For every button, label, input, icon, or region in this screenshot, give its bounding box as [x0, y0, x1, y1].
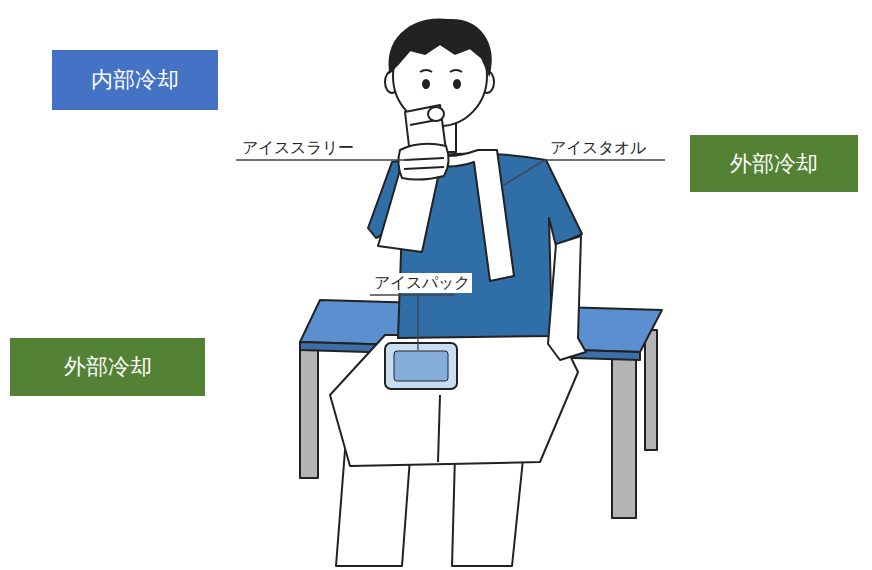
leader-lines	[236, 160, 665, 350]
arm-and-slurry	[378, 105, 449, 252]
part-label: アイスタオル	[548, 138, 648, 158]
ice-pack	[385, 343, 457, 389]
external-cooling-box: 外部冷却	[690, 135, 858, 192]
box-text: 外部冷却	[64, 352, 152, 382]
external-cooling-box: 外部冷却	[10, 338, 205, 396]
legs	[330, 335, 578, 566]
part-label: アイススラリー	[240, 138, 356, 158]
internal-cooling-box: 内部冷却	[52, 50, 218, 110]
box-text: 内部冷却	[91, 65, 179, 95]
head	[385, 19, 494, 126]
part-label: アイスパック	[372, 273, 472, 293]
box-text: 外部冷却	[730, 149, 818, 179]
